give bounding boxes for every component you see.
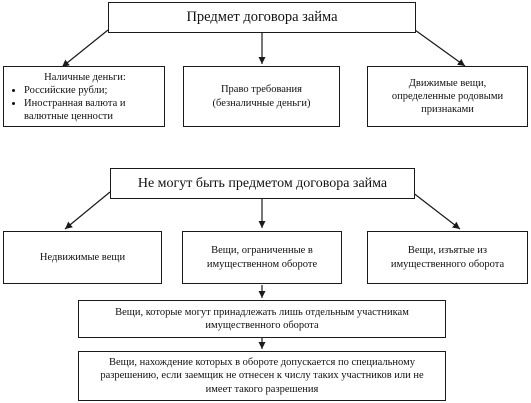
arrow-to-movables [414,29,466,67]
withdrawn-things-box: Вещи, изъятые из имущественного оборота [367,231,528,284]
restricted-things-box: Вещи, ограниченные в имущественном оборо… [182,231,342,284]
movable-things-box: Движимые вещи, определенные родовыми при… [367,66,528,127]
not-loan-subject-title: Не могут быть предметом договора займа [110,168,415,199]
immovable-things-box: Недвижимые вещи [3,231,162,284]
cash-money-box: Наличные деньги: Российские рубли; Иност… [3,66,165,127]
list-item-foreign-currency: Иностранная валюта и валютные ценности [24,97,160,123]
cash-money-list: Российские рубли; Иностранная валюта и в… [10,84,160,123]
cash-money-heading: Наличные деньги: [44,72,126,83]
list-item-rubles: Российские рубли; [24,84,160,97]
special-permit-things-box: Вещи, нахождение которых в обороте допус… [78,351,446,401]
loan-subject-title: Предмет договора займа [108,2,416,33]
arrow-to-immovables [64,191,111,230]
claim-rights-box: Право требования (безналичные деньги) [183,66,340,127]
arrow-to-withdrawn [411,191,461,230]
arrow-to-cash [61,29,109,68]
participant-only-things-box: Вещи, которые могут принадлежать лишь от… [78,300,446,338]
